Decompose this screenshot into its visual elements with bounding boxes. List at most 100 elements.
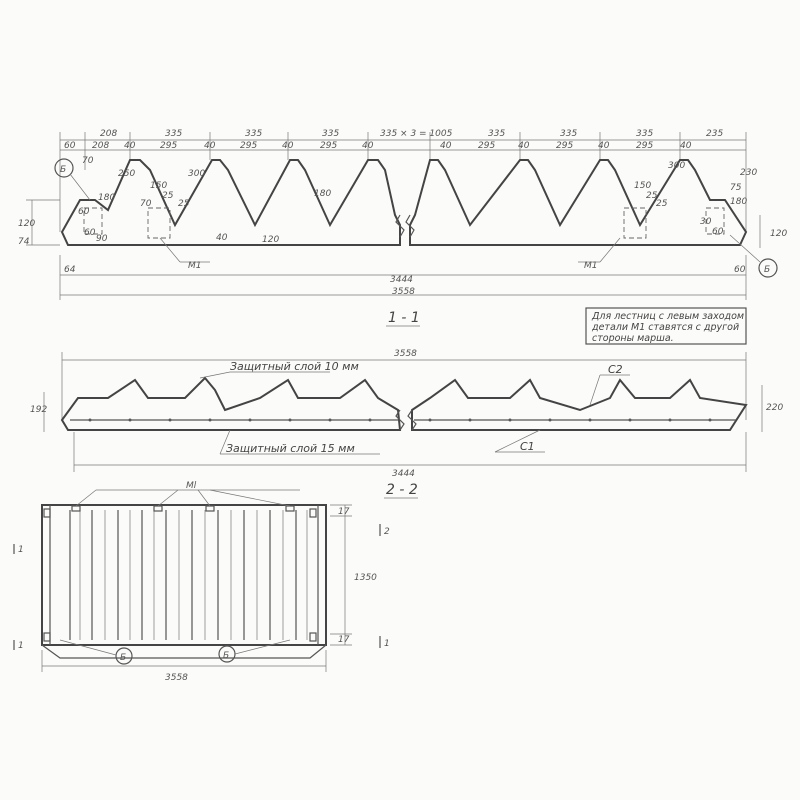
- dim-1350-plan: 1350: [354, 573, 377, 583]
- dim-top-0: 208: [100, 129, 117, 139]
- dimension-label: 40: [598, 141, 610, 151]
- dimension-label: 120: [262, 235, 279, 245]
- dimension-label: 60: [712, 227, 724, 237]
- dimension-label: 150: [634, 181, 651, 191]
- dimension-label: 25: [178, 199, 190, 209]
- section-profile-right: [411, 378, 748, 431]
- dimension-label: 40: [124, 141, 136, 151]
- stair-elevation-view: [26, 132, 778, 300]
- label-m1-right: М1: [584, 261, 598, 271]
- stair-profile-right: [409, 159, 748, 246]
- dimension-label: 295: [636, 141, 653, 151]
- dimension-label: 17: [338, 507, 350, 517]
- section-title-1-1: 1 - 1: [388, 310, 420, 326]
- dimension-label: Б: [60, 165, 66, 175]
- dim-3444-top: 3444: [390, 275, 413, 285]
- dim-top-1: 335: [165, 129, 182, 139]
- stair-profile-left: [60, 159, 401, 246]
- dimension-label: 295: [556, 141, 573, 151]
- dim-top-8: 235: [706, 129, 723, 139]
- dimension-label: 180: [98, 193, 115, 203]
- dimension-label: 40: [440, 141, 452, 151]
- dimension-label: Б: [223, 651, 229, 661]
- plan-2-2-view: [13, 489, 381, 672]
- dimension-label: 40: [518, 141, 530, 151]
- dimension-label: 90: [96, 234, 108, 244]
- dimension-label: 40: [362, 141, 374, 151]
- dimension-label: 295: [160, 141, 177, 151]
- dimension-label: 2: [384, 527, 390, 537]
- section-title-2-2: 2 - 2: [386, 482, 418, 498]
- dimension-label: 220: [766, 403, 783, 413]
- dimension-label: 40: [282, 141, 294, 151]
- elevation-dimensions: 208 335 335 335 335 × 3 = 1005 335 335 3…: [18, 129, 787, 297]
- dimension-label: 74: [18, 237, 30, 247]
- dimension-label: 60: [84, 228, 96, 238]
- dimension-label: 295: [240, 141, 257, 151]
- dim-3444-section: 3444: [392, 469, 415, 479]
- label-protective-top: Защитный слой 10 мм: [230, 360, 359, 373]
- dimension-label: 150: [150, 181, 167, 191]
- plan-2-2-labels: Мl Б Б 3558 1350 17 17 2 1 1 1: [18, 481, 390, 683]
- dimension-label: 180: [314, 189, 331, 199]
- dim-3558-plan: 3558: [165, 673, 188, 683]
- dimension-label: 70: [140, 199, 152, 209]
- section-1-1-labels: 3558 Защитный слой 10 мм С2 Защитный сло…: [30, 349, 783, 479]
- dim-top-2: 335: [245, 129, 262, 139]
- dimension-label: 60: [78, 207, 90, 217]
- dimension-label: 17: [338, 635, 350, 645]
- dimension-label: 25: [646, 191, 658, 201]
- dimension-label: 295: [478, 141, 495, 151]
- dim-3558-section: 3558: [394, 349, 417, 359]
- dimension-label: 70: [82, 156, 94, 166]
- dim-top-6: 335: [560, 129, 577, 139]
- dimension-label: 60: [64, 141, 76, 151]
- dimension-label: 1: [18, 545, 24, 555]
- callout-b-right: [758, 258, 778, 278]
- dimension-label: 30: [700, 217, 712, 227]
- dim-left-edge: 64: [64, 265, 76, 275]
- dim-top-3: 335: [322, 129, 339, 139]
- dimension-label: 300: [668, 161, 685, 171]
- label-c1: С1: [520, 440, 535, 453]
- dimension-label: 208: [92, 141, 109, 151]
- note-box: Для лестниц с левым заходом детали М1 ст…: [585, 307, 747, 345]
- note-line-2: детали М1 ставятся с другой: [591, 322, 739, 333]
- dimension-label: 300: [188, 169, 205, 179]
- dimension-label: 295: [320, 141, 337, 151]
- dimension-label: 120: [770, 229, 787, 239]
- label-protective-bottom: Защитный слой 15 мм: [226, 442, 355, 455]
- dimension-label: 120: [18, 219, 35, 229]
- label-m1-plan: Мl: [186, 481, 197, 491]
- dim-top-7: 335: [636, 129, 653, 139]
- dim-top-4: 335 × 3 = 1005: [380, 129, 453, 139]
- embedded-plate-right: [623, 207, 647, 239]
- dimension-label: 250: [118, 169, 135, 179]
- dimension-label: 40: [216, 233, 228, 243]
- dimension-label: 75: [730, 183, 742, 193]
- section-1-1-view: [43, 352, 763, 472]
- dimension-label: Б: [120, 653, 126, 663]
- dimension-label: Б: [764, 265, 770, 275]
- callout-b-plan-left: [115, 647, 133, 665]
- note-line-3: стороны марша.: [592, 333, 674, 344]
- dimension-label: 40: [680, 141, 692, 151]
- dimension-label: 25: [162, 191, 174, 201]
- embedded-plate-left: [147, 207, 171, 239]
- dimension-label: 192: [30, 405, 47, 415]
- dimension-label: 1: [18, 641, 24, 651]
- dim-top-5: 335: [488, 129, 505, 139]
- dimension-label: 25: [656, 199, 668, 209]
- callout-b-left: [54, 158, 74, 178]
- dim-3558-top: 3558: [392, 287, 415, 297]
- label-c2: С2: [608, 363, 623, 376]
- dimension-label: 1: [384, 639, 390, 649]
- dimension-label: 180: [730, 197, 747, 207]
- note-line-1: Для лестниц с левым заходом: [591, 311, 744, 322]
- label-m1-left: М1: [188, 261, 202, 271]
- dimension-label: 230: [740, 168, 757, 178]
- dim-right-edge: 60: [734, 265, 746, 275]
- section-profile-left: [60, 376, 402, 431]
